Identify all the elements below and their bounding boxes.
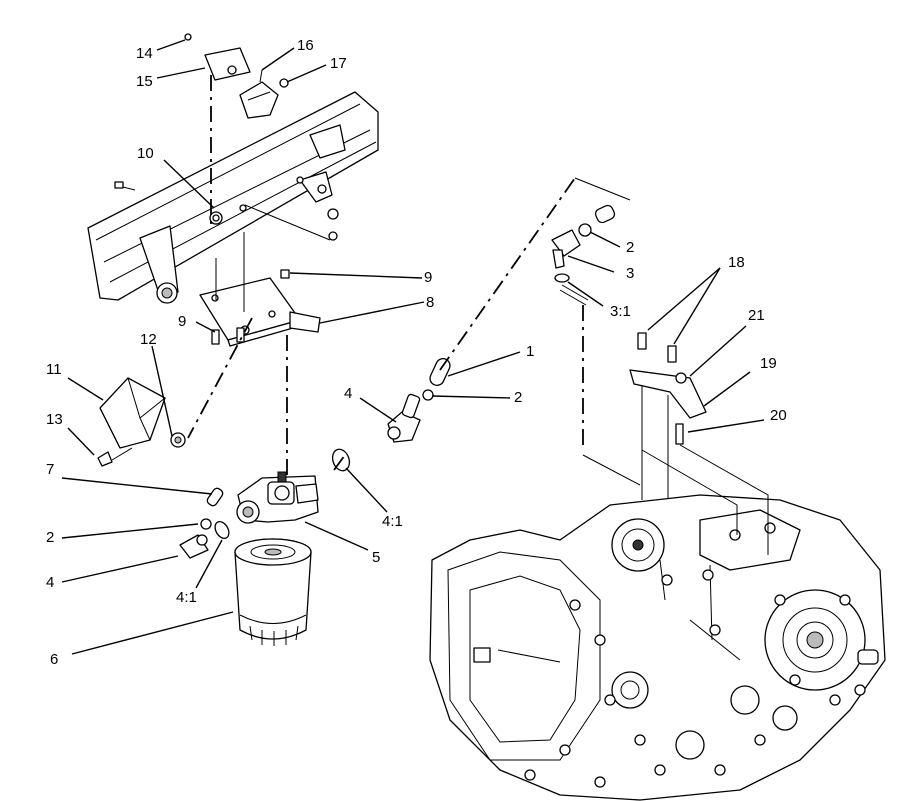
callout-1: 1	[526, 343, 534, 360]
filter-housing	[236, 471, 319, 524]
callout-17: 17	[330, 55, 347, 72]
frame-rail	[87, 91, 379, 304]
alignment-lines	[187, 75, 769, 555]
fitting-center	[387, 358, 451, 443]
callout-3: 3	[626, 265, 634, 282]
callout-11: 11	[46, 361, 62, 378]
callout-4-left: 4	[46, 574, 54, 591]
mounting-plate	[199, 232, 321, 347]
callout-5: 5	[372, 549, 380, 566]
callout-8: 8	[426, 294, 434, 311]
fitting-upper-right	[551, 204, 616, 306]
callout-9-lower: 9	[178, 313, 186, 330]
callout-labels: 14 15 16 17 10 9 8 9 12 11 13 7 2 4 4:1 …	[46, 37, 787, 668]
oil-filter	[234, 538, 312, 646]
callout-19: 19	[760, 355, 777, 372]
callout-20: 20	[770, 407, 787, 424]
callout-4-1-center: 4:1	[382, 513, 403, 530]
callout-3-1: 3:1	[610, 303, 631, 320]
callout-2-right: 2	[626, 239, 634, 256]
transmission-housing	[429, 494, 886, 801]
callout-13: 13	[46, 411, 63, 428]
control-module	[97, 377, 186, 467]
callout-15: 15	[136, 73, 153, 90]
callout-7: 7	[46, 461, 54, 478]
callout-2-center: 2	[514, 389, 522, 406]
leader-lines	[61, 39, 765, 655]
callout-21: 21	[748, 307, 765, 324]
callout-4-center: 4	[344, 385, 352, 402]
callout-2-left: 2	[46, 529, 54, 546]
relay-bracket-assembly	[184, 33, 289, 119]
bracket-assembly	[629, 332, 707, 500]
callout-4-1-left: 4:1	[176, 589, 197, 606]
callout-14: 14	[136, 45, 153, 62]
callout-10: 10	[137, 145, 154, 162]
callout-12: 12	[140, 331, 157, 348]
callout-9-upper: 9	[424, 269, 432, 286]
callout-18: 18	[728, 254, 745, 271]
callout-6: 6	[50, 651, 58, 668]
callout-16: 16	[297, 37, 314, 54]
